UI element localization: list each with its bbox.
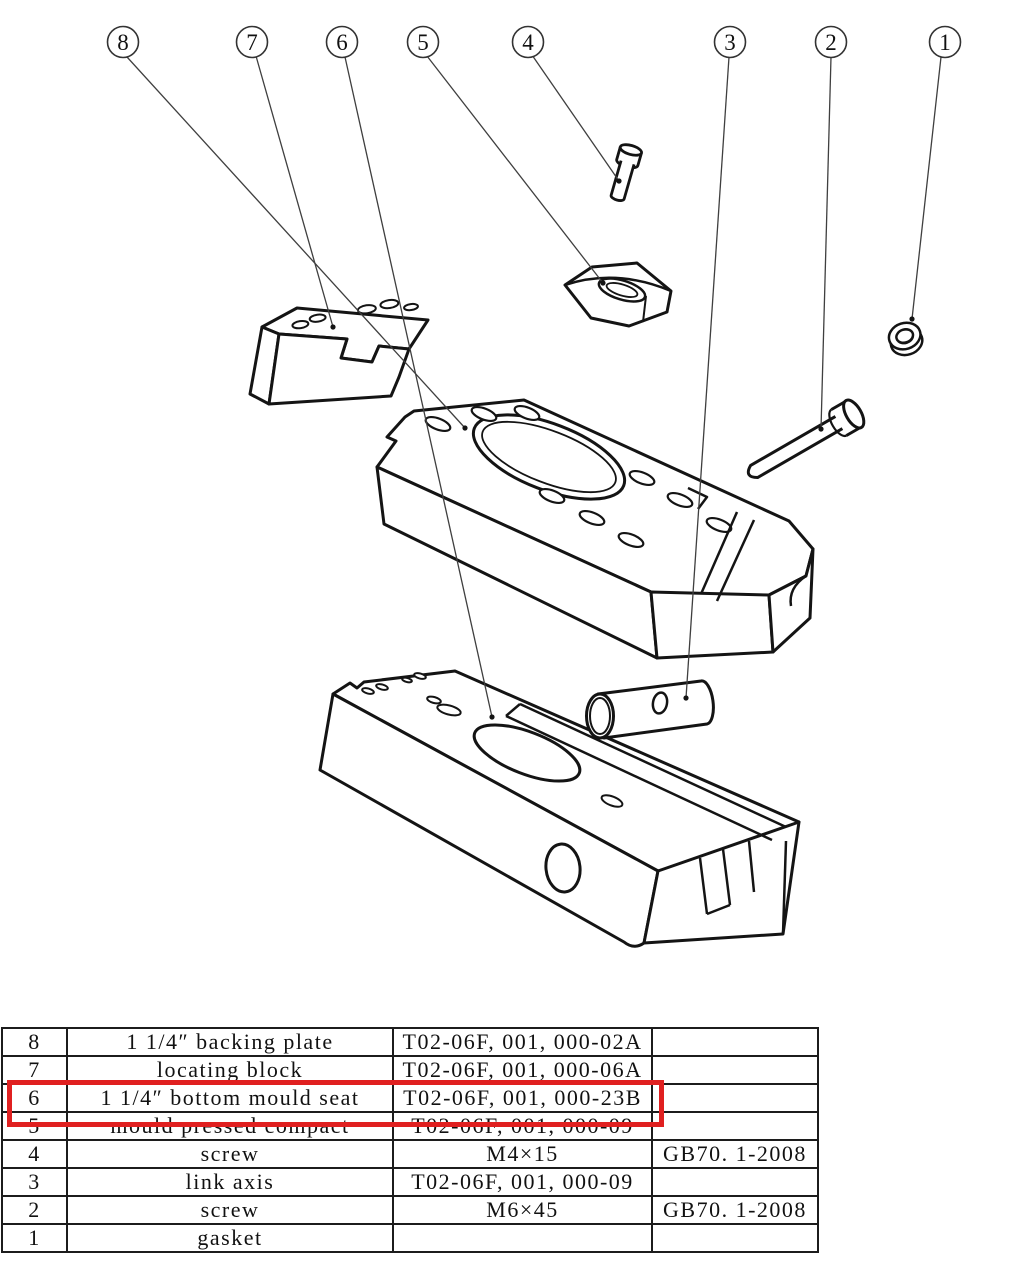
cell-name: 1 1/4″ backing plate	[66, 1027, 394, 1057]
part-gasket-washer	[887, 321, 924, 357]
part-mould-pressed-compact	[563, 261, 673, 328]
table-row: 3 link axis T02-06F, 001, 000-09	[1, 1167, 819, 1197]
cell-code: M6×45	[392, 1195, 653, 1225]
part-screw-m6	[746, 398, 866, 480]
balloon-2: 2	[814, 25, 848, 59]
cell-standard	[651, 1223, 819, 1253]
balloon-6-number: 6	[336, 30, 348, 55]
balloon-8: 8	[106, 25, 140, 59]
cell-code: T02-06F, 001, 000-06A	[392, 1055, 653, 1085]
cell-standard	[651, 1083, 819, 1113]
part-locating-block	[248, 298, 430, 406]
leader-5	[426, 55, 606, 286]
leader-3	[683, 56, 730, 701]
cell-no: 2	[1, 1195, 68, 1225]
balloon-7-number: 7	[246, 30, 258, 55]
table-row: 8 1 1/4″ backing plate T02-06F, 001, 000…	[1, 1027, 819, 1057]
cell-name: screw	[66, 1139, 394, 1169]
balloon-2-number: 2	[825, 30, 837, 55]
cell-no: 8	[1, 1027, 68, 1057]
leader-4	[531, 54, 622, 184]
leader-8	[126, 56, 468, 431]
leader-lines	[126, 54, 942, 720]
balloon-7: 7	[235, 25, 269, 59]
cell-standard: GB70. 1-2008	[651, 1139, 819, 1169]
cell-standard: GB70. 1-2008	[651, 1195, 819, 1225]
cell-name: screw	[66, 1195, 394, 1225]
part-backing-plate	[375, 398, 815, 660]
cell-no: 4	[1, 1139, 68, 1169]
table-row: 4 screw M4×15 GB70. 1-2008	[1, 1139, 819, 1169]
balloon-1: 1	[928, 25, 962, 59]
leader-2	[818, 56, 832, 432]
table-row-highlighted: 6 1 1/4″ bottom mould seat T02-06F, 001,…	[1, 1083, 819, 1113]
cell-no: 5	[1, 1111, 68, 1141]
part-link-axis	[585, 679, 715, 740]
balloons: 8 7 6 5 4 3 2 1	[106, 25, 962, 59]
cell-name: link axis	[66, 1167, 394, 1197]
cell-code: T02-06F, 001, 000-09	[392, 1111, 653, 1141]
leader-1	[909, 56, 942, 322]
cell-name: mould pressed compact	[66, 1111, 394, 1141]
cell-code	[392, 1223, 653, 1253]
leader-6	[344, 56, 495, 720]
cell-code: M4×15	[392, 1139, 653, 1169]
part-screw-m4	[609, 143, 643, 202]
balloon-6: 6	[325, 25, 359, 59]
cell-name: 1 1/4″ bottom mould seat	[66, 1083, 394, 1113]
leader-7	[255, 55, 336, 330]
balloon-5-number: 5	[417, 30, 429, 55]
table-row: 1 gasket	[1, 1223, 819, 1253]
cell-code: T02-06F, 001, 000-23B	[392, 1083, 653, 1113]
table-row: 5 mould pressed compact T02-06F, 001, 00…	[1, 1111, 819, 1141]
cell-standard	[651, 1027, 819, 1057]
exploded-assembly-drawing: 8 7 6 5 4 3 2 1	[106, 25, 962, 948]
cell-name: gasket	[66, 1223, 394, 1253]
cell-code: T02-06F, 001, 000-02A	[392, 1027, 653, 1057]
cell-no: 3	[1, 1167, 68, 1197]
balloon-4: 4	[511, 25, 545, 59]
balloon-1-number: 1	[939, 30, 951, 55]
parts-list-table: 8 1 1/4″ backing plate T02-06F, 001, 000…	[1, 1027, 819, 1253]
balloon-8-number: 8	[117, 30, 129, 55]
cell-code: T02-06F, 001, 000-09	[392, 1167, 653, 1197]
cell-standard	[651, 1055, 819, 1085]
balloon-3-number: 3	[724, 30, 736, 55]
table-row: 2 screw M6×45 GB70. 1-2008	[1, 1195, 819, 1225]
cell-name: locating block	[66, 1055, 394, 1085]
balloon-3: 3	[713, 25, 747, 59]
balloon-5: 5	[406, 25, 440, 59]
cell-standard	[651, 1111, 819, 1141]
cell-standard	[651, 1167, 819, 1197]
cell-no: 1	[1, 1223, 68, 1253]
table-row: 7 locating block T02-06F, 001, 000-06A	[1, 1055, 819, 1085]
balloon-4-number: 4	[522, 30, 534, 55]
part-bottom-mould-seat	[318, 669, 801, 948]
cell-no: 7	[1, 1055, 68, 1085]
cell-no: 6	[1, 1083, 68, 1113]
